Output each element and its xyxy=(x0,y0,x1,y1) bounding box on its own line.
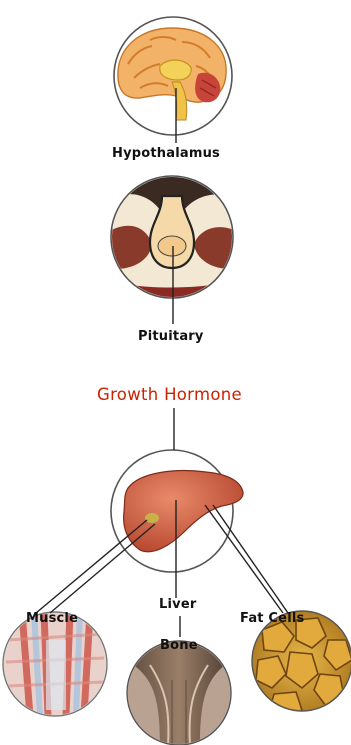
hypothalamus-label: Hypothalamus xyxy=(112,146,220,161)
liver-icon xyxy=(111,450,243,572)
bone-label: Bone xyxy=(160,638,198,653)
fat-cells-icon xyxy=(252,611,351,716)
liver-label: Liver xyxy=(159,597,196,612)
growth-hormone-label: Growth Hormone xyxy=(97,385,242,404)
pituitary-label: Pituitary xyxy=(138,329,204,344)
bone-icon xyxy=(127,641,231,745)
brain-icon xyxy=(114,17,232,135)
fat-cells-label: Fat Cells xyxy=(240,611,304,626)
muscle-icon xyxy=(3,612,107,716)
muscle-label: Muscle xyxy=(26,611,78,626)
